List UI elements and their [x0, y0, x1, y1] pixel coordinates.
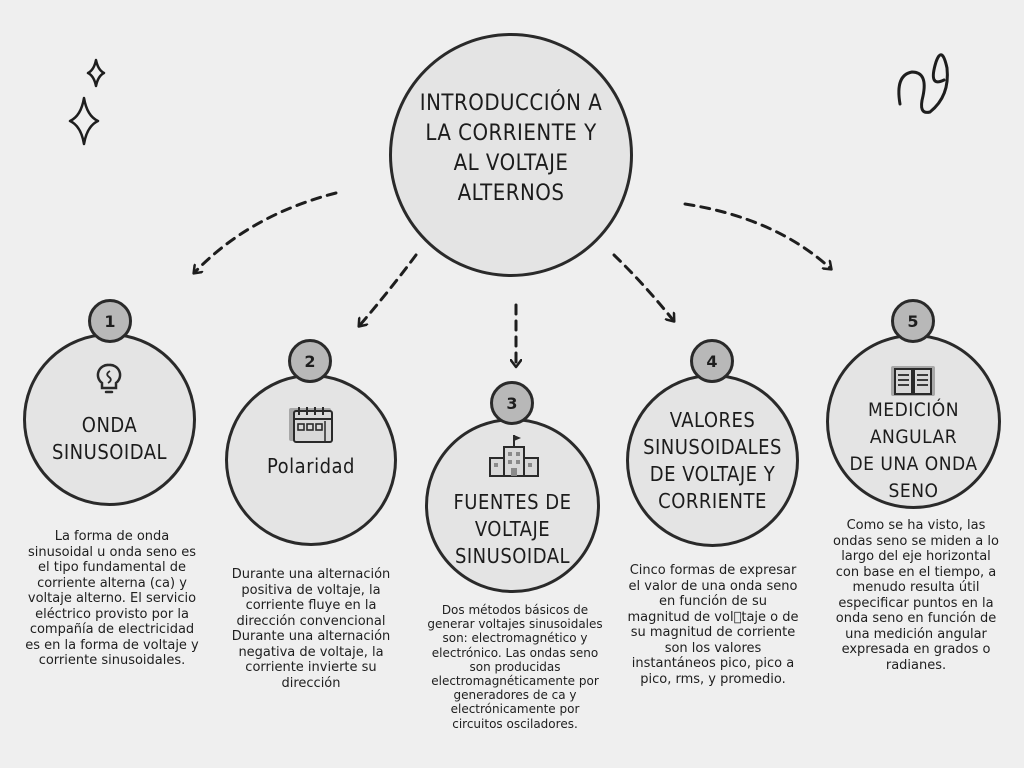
topic-2-description: Durante una alternación positiva de volt…	[231, 567, 391, 691]
topic-5-title: MEDICIÓN ANGULAR DE UNA ONDA SENO	[849, 399, 978, 502]
topic-2-title: Polaridad	[267, 454, 355, 478]
swirl-icon	[897, 53, 949, 114]
building-icon	[489, 435, 539, 477]
topic-3-title: FUENTES DE VOLTAJE SINUSOIDAL	[453, 490, 572, 568]
topic-3-circle	[425, 418, 600, 593]
arrow-to-topic-5	[683, 202, 830, 268]
topic-4-title: VALORES SINUSOIDALES DE VOLTAJE Y CORRIE…	[643, 408, 782, 513]
sparkle-icon	[68, 58, 106, 146]
topic-4-circle	[626, 374, 799, 547]
main-title: INTRODUCCIÓN A LA CORRIENTE Y AL VOLTAJE…	[419, 91, 603, 206]
main-topic-circle	[389, 33, 633, 277]
arrow-to-topic-1	[195, 191, 338, 272]
topic-5-number-badge: 5	[891, 299, 935, 343]
topic-2-circle	[225, 374, 397, 546]
topic-3-description: Dos métodos básicos de generar voltajes …	[427, 603, 603, 731]
topic-2-number-badge: 2	[288, 339, 332, 383]
topic-1-description: La forma de onda sinusoidal u onda seno …	[25, 529, 199, 668]
topic-1-number-badge: 1	[88, 299, 132, 343]
topic-1-circle	[23, 333, 196, 506]
book-icon	[891, 366, 935, 396]
topic-3-number-badge: 3	[490, 381, 534, 425]
topic-5-circle	[826, 334, 1001, 509]
topic-4-number-badge: 4	[690, 339, 734, 383]
calendar-icon	[289, 407, 333, 443]
arrow-to-topic-2	[360, 253, 418, 325]
topic-5-description: Como se ha visto, las ondas seno se mide…	[833, 518, 999, 673]
topic-1-title: ONDA SINUSOIDAL	[51, 413, 168, 464]
topic-4-description: Cinco formas de expresar el valor de una…	[627, 563, 799, 687]
arrow-to-topic-4	[612, 253, 673, 320]
lightbulb-icon	[96, 363, 122, 394]
